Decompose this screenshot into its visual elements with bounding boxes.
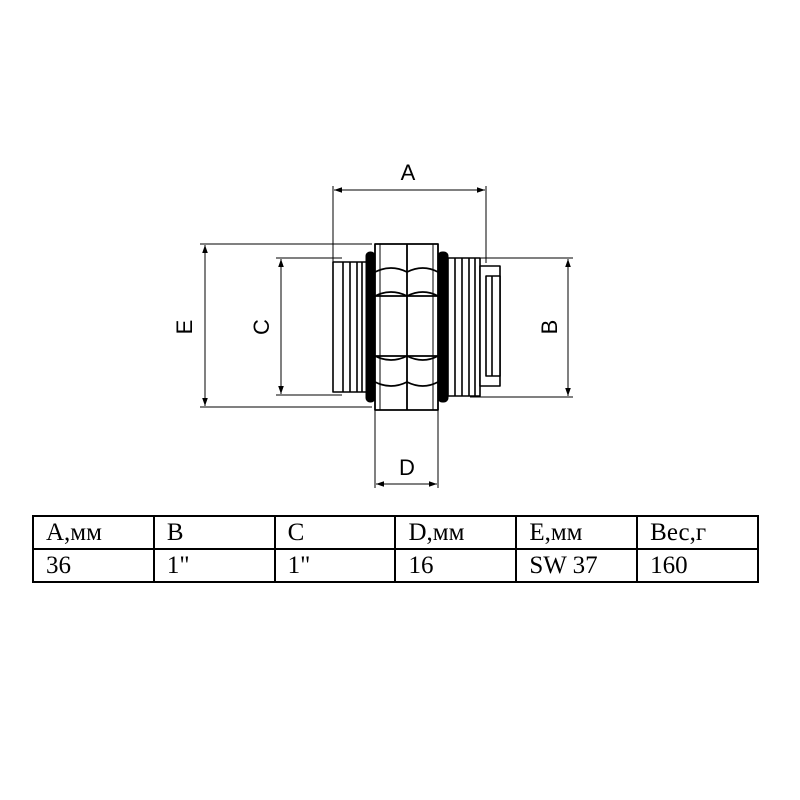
dimension-d-label: D: [399, 455, 415, 480]
value-cell-d: 16: [394, 548, 518, 583]
header-cell-d: D,мм: [394, 515, 518, 550]
right-seal: [437, 251, 449, 403]
header-cell-e: E,мм: [515, 515, 639, 550]
left-seal: [365, 251, 376, 403]
fitting-body: [332, 243, 501, 411]
dimension-e-label: E: [172, 320, 197, 335]
end-collar: [479, 265, 501, 387]
hex-nut: [374, 243, 439, 411]
value-cell-weight: 160: [636, 548, 759, 583]
header-cell-c: C: [273, 515, 397, 550]
extension-lines: [200, 186, 573, 488]
dimension-lines: [202, 187, 571, 487]
table-header-row: A,мм B C D,мм E,мм Вес,г: [32, 515, 759, 550]
value-cell-b: 1": [152, 548, 276, 583]
table-value-row: 36 1" 1" 16 SW 37 160: [32, 548, 759, 583]
value-cell-c: 1": [273, 548, 397, 583]
specification-table: A,мм B C D,мм E,мм Вес,г 36 1" 1" 16 SW …: [32, 515, 759, 583]
dimension-c-label: C: [249, 319, 274, 335]
dimension-b-label: B: [537, 320, 562, 335]
dimension-a-label: A: [401, 160, 416, 185]
value-cell-a: 36: [32, 548, 155, 583]
left-thread: [332, 261, 369, 393]
fitting-drawing: A E C B D: [172, 160, 573, 488]
header-cell-weight: Вес,г: [636, 515, 759, 550]
header-cell-a: A,мм: [32, 515, 155, 550]
value-cell-e: SW 37: [515, 548, 639, 583]
header-cell-b: B: [152, 515, 276, 550]
right-thread: [447, 257, 481, 397]
